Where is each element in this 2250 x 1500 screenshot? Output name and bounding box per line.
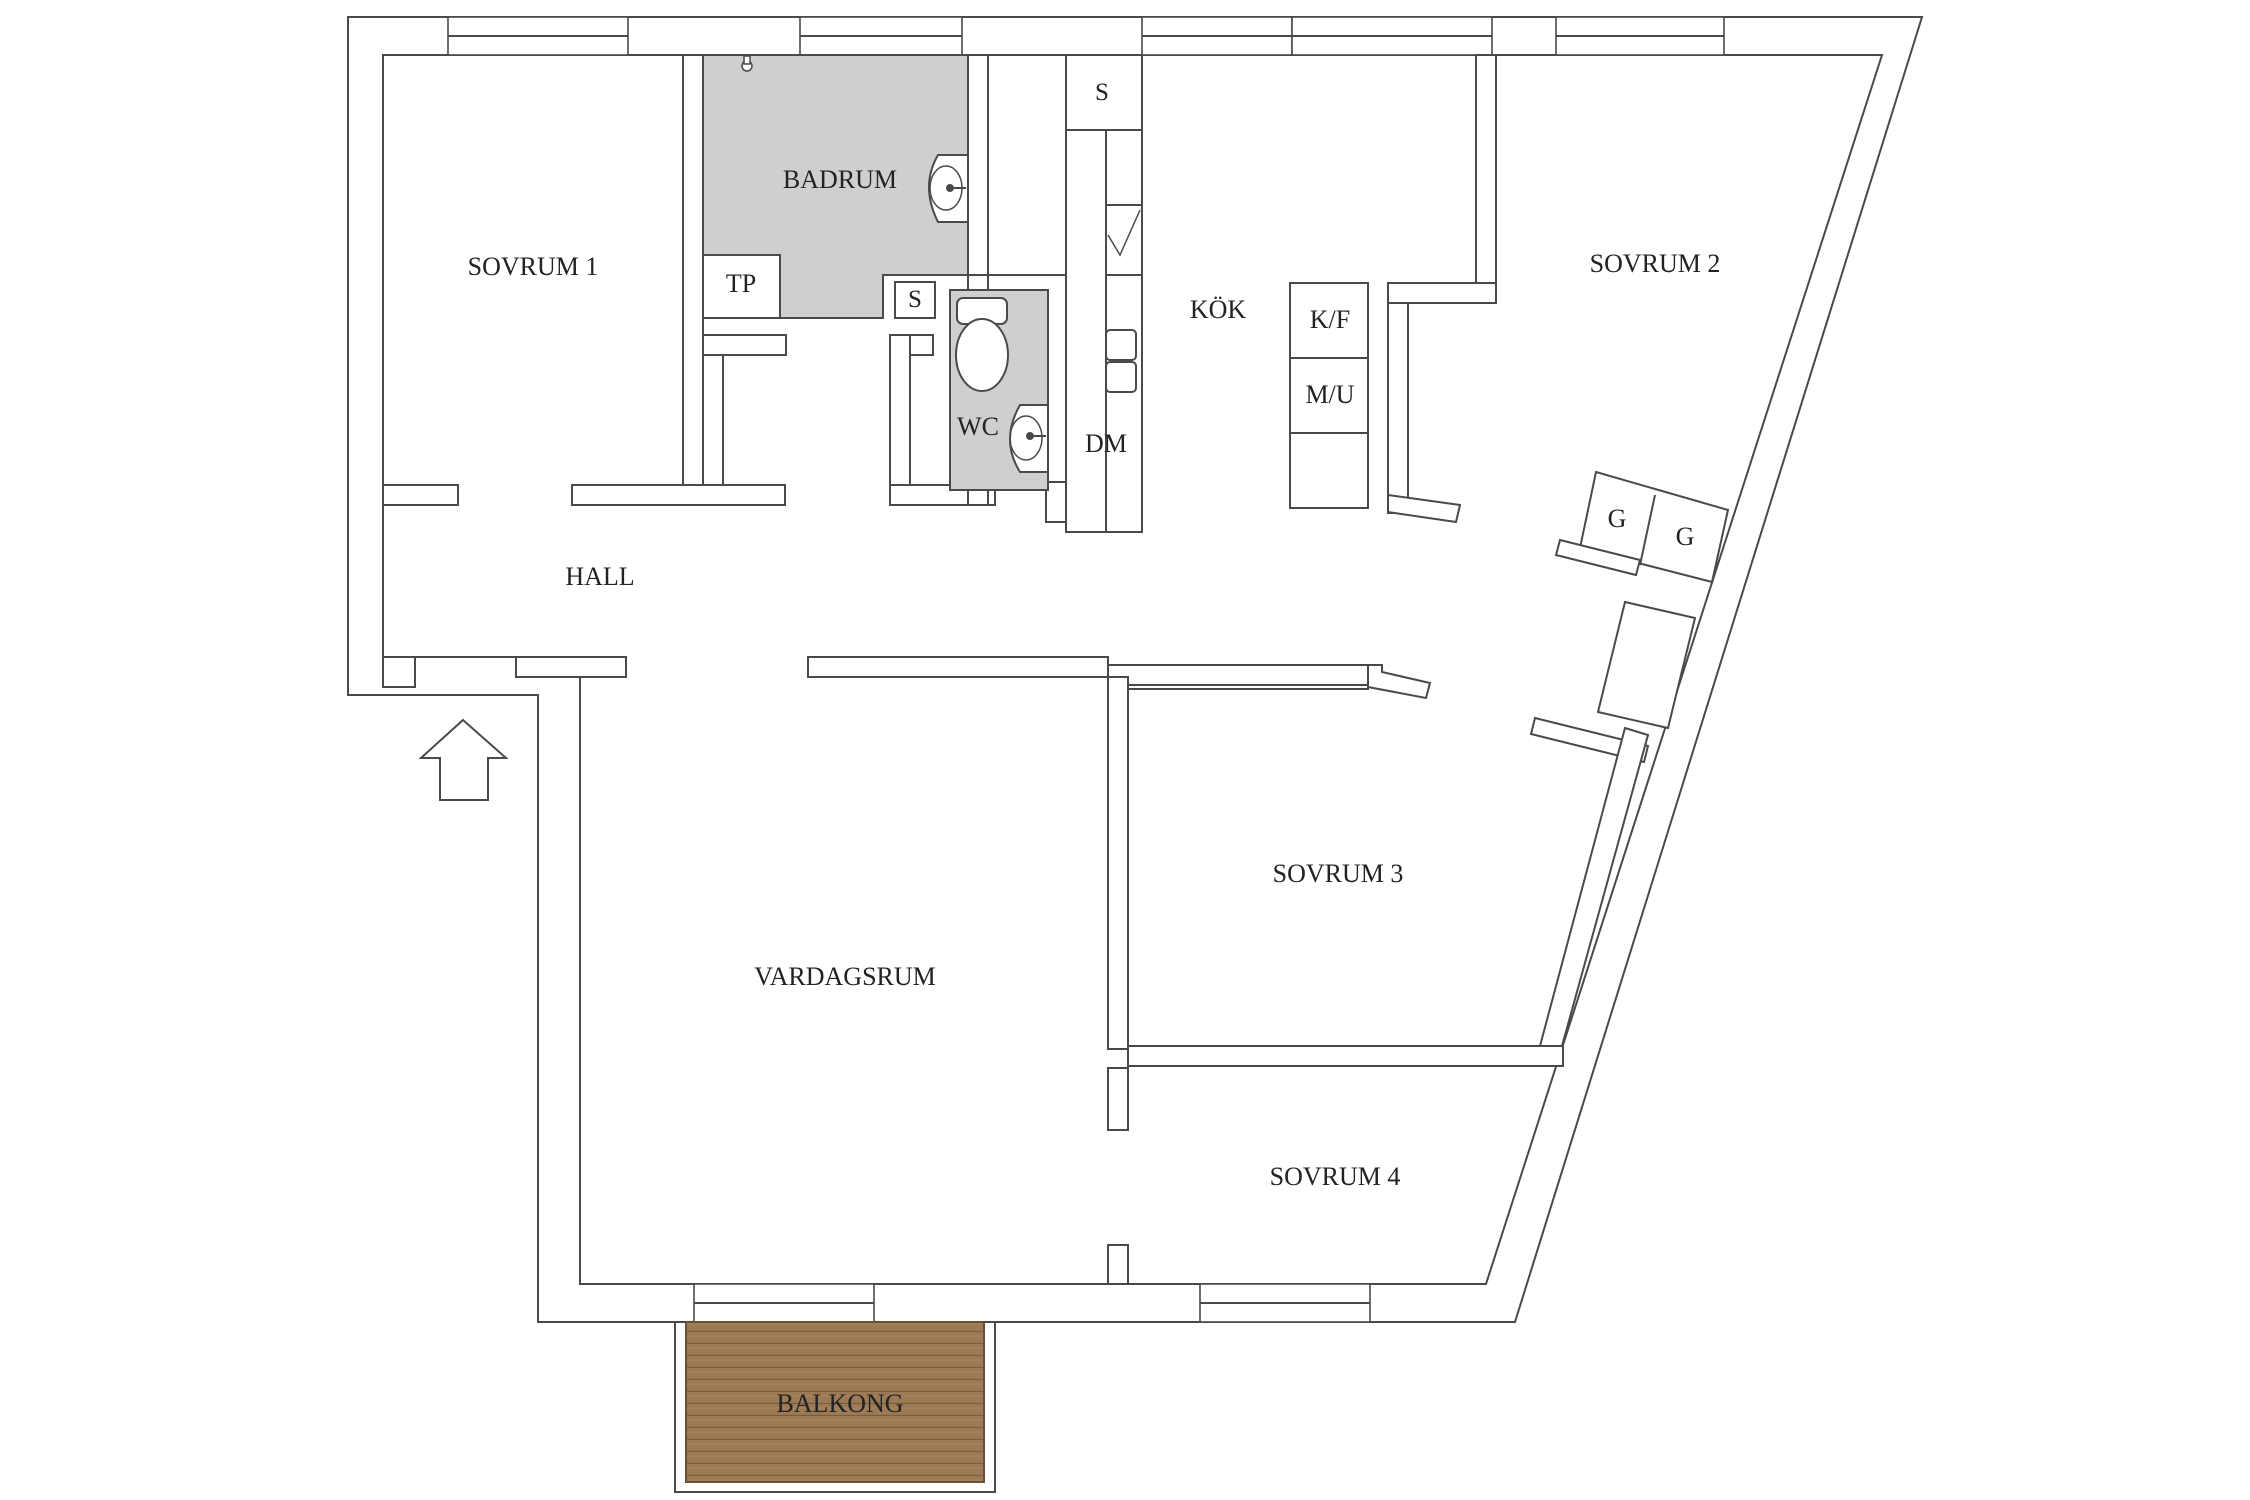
- label-badrum: BADRUM: [783, 165, 897, 194]
- sink-icon: [928, 154, 969, 223]
- tp-closet: [702, 254, 781, 319]
- kitchen-sink-icon: [1105, 329, 1137, 393]
- entrance-arrow-icon: [418, 718, 509, 801]
- label-s-bath: S: [908, 286, 922, 313]
- toilet-icon: [955, 297, 1009, 392]
- label-kok: KÖK: [1190, 295, 1247, 324]
- label-mu: M/U: [1305, 380, 1354, 409]
- balcony-deck: [685, 1321, 985, 1483]
- interior-walls: [382, 54, 1730, 1285]
- stove-icon: [1105, 204, 1143, 276]
- label-dm: DM: [1085, 429, 1127, 458]
- windows: [447, 16, 1725, 1323]
- label-sovrum2: SOVRUM 2: [1590, 249, 1721, 278]
- label-hall: HALL: [565, 562, 634, 591]
- s-closet-kitchen: [1065, 54, 1143, 131]
- label-g2: G: [1676, 522, 1695, 551]
- wc-sink-icon: [1009, 404, 1049, 473]
- s-closet-bath: [894, 281, 936, 319]
- label-sovrum1: SOVRUM 1: [468, 252, 599, 281]
- label-balkong: BALKONG: [776, 1389, 903, 1418]
- label-wc: WC: [957, 412, 999, 441]
- label-g1: G: [1608, 504, 1627, 533]
- label-s-kitchen: S: [1095, 79, 1109, 106]
- label-sovrum4: SOVRUM 4: [1270, 1162, 1401, 1191]
- kitchen-island: [1065, 129, 1107, 533]
- shower-icon: [741, 55, 753, 72]
- label-sovrum3: SOVRUM 3: [1273, 859, 1404, 888]
- room-labels: SOVRUM 1 BADRUM TP S WC DM S KÖK K/F M/U…: [468, 79, 1721, 1418]
- label-kf: K/F: [1310, 305, 1350, 334]
- label-tp: TP: [726, 269, 756, 298]
- label-vardagsrum: VARDAGSRUM: [754, 962, 936, 991]
